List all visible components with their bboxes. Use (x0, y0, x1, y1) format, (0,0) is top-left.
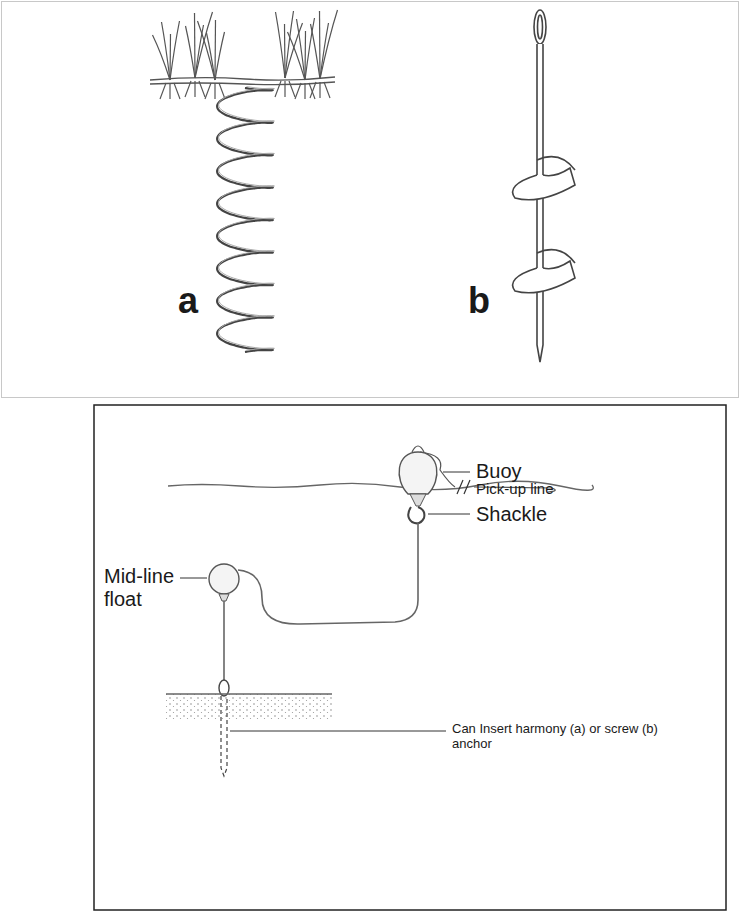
anchor-eye (538, 15, 543, 39)
harmony-anchor-figure (150, 77, 335, 85)
bottom-panel-frame (94, 405, 726, 910)
part-label: Mid-line float (104, 565, 180, 611)
seagrass-blade (162, 22, 171, 80)
leader-line (443, 472, 470, 473)
figure-letter: b (468, 280, 490, 321)
mid-line-float (209, 564, 239, 594)
seagrass-root (309, 83, 315, 99)
shackle (408, 507, 424, 523)
mooring-line (238, 523, 418, 624)
seagrass-blade (186, 26, 196, 78)
note-label: Can Insert harmony (a) or screw (b) anch… (452, 722, 692, 752)
top-panel-frame (2, 2, 739, 398)
seagrass-blade (285, 23, 303, 78)
seagrass-blade (194, 13, 196, 78)
seagrass-root (160, 83, 166, 99)
mooring-line (223, 601, 225, 682)
seagrass-root (319, 82, 320, 98)
anchor-shaft (537, 44, 543, 362)
seagrass (153, 10, 338, 99)
seagrass-root (205, 83, 211, 99)
seagrass-blade (305, 18, 315, 80)
part-label: Pick-up line (476, 480, 554, 497)
seagrass-root (310, 82, 316, 98)
leader-line (230, 731, 446, 732)
buoy-loop (412, 446, 424, 452)
seagrass-root (275, 81, 281, 97)
seagrass-root (174, 83, 180, 99)
screw-plate (513, 168, 575, 200)
anchor-eye (534, 10, 546, 44)
seagrass-root (289, 81, 295, 97)
seagrass-root (194, 81, 195, 97)
seagrass-root (169, 83, 170, 99)
seagrass-root (199, 81, 205, 97)
seagrass-root (284, 81, 285, 97)
harmony-anchor (217, 88, 273, 352)
buried-anchor (221, 696, 227, 776)
screw-plate (537, 250, 575, 263)
seagrass-root (185, 81, 191, 97)
rhizome (150, 77, 335, 80)
buoy (399, 452, 437, 494)
float-base (219, 594, 229, 601)
seagrass-blade (297, 19, 306, 80)
leader-line (180, 578, 207, 579)
seagrass-blade (170, 21, 180, 80)
buoy-base (410, 494, 426, 506)
figure-letter: a (178, 280, 198, 321)
harmony-anchor-highlight (219, 87, 275, 351)
seagrass-root (324, 82, 330, 98)
seagrass-blade (311, 24, 321, 79)
screw-plate (537, 157, 575, 170)
seabed-sediment (166, 694, 332, 720)
screw-anchor (513, 10, 575, 362)
seagrass-root (295, 83, 301, 99)
seagrass-blade (215, 32, 225, 80)
leader-line (428, 514, 470, 515)
seagrass-root (219, 83, 225, 99)
rhizome (150, 82, 335, 85)
seabed-surface (166, 693, 332, 694)
seagrass-root (304, 83, 305, 99)
seagrass-blade (198, 21, 216, 80)
seagrass-blade (320, 10, 338, 79)
seagrass-blade (319, 11, 321, 79)
seagrass-blade (214, 20, 216, 80)
part-label: Buoy (476, 460, 522, 483)
seagrass-blade (207, 33, 216, 80)
screw-plate (513, 261, 575, 293)
line-break-mark (457, 480, 470, 494)
part-label: Shackle (476, 503, 547, 526)
seagrass-blade (276, 12, 286, 78)
seagrass-root (214, 83, 215, 99)
